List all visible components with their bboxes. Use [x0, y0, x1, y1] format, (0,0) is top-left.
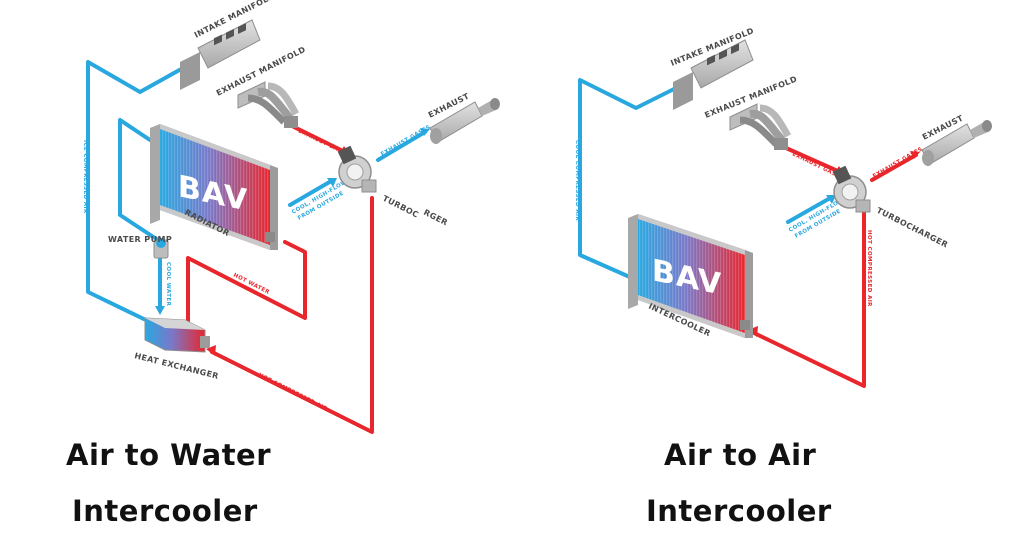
exhaust-out-arrow: [420, 128, 430, 136]
exhaust-gases-in-pipe-right: [784, 146, 842, 174]
cool-air-arrow: [327, 178, 337, 187]
hot-compressed-air-label: HOT COMPRESSED AIR: [257, 372, 328, 412]
hot-compressed-air-pipe-right: [750, 210, 866, 388]
hot-compressed-air-label-right: HOT COMPRESSED AIR: [866, 230, 872, 307]
hot-pipes-right: [750, 146, 918, 388]
right-caption-line1: Air to Air: [664, 438, 817, 472]
pump-arrow: [155, 306, 165, 315]
turbocharger-label-left-a: TURBOC: [381, 194, 420, 220]
turbocharger-label-right: TURBOCHARGER: [875, 206, 949, 250]
left-caption-line2: Intercooler: [72, 494, 258, 528]
hot-compressed-air-pipe: [210, 196, 374, 434]
exhaust-gases-in-pipe: [288, 123, 347, 154]
heat-exchanger-label: HEAT EXCHANGER: [134, 351, 220, 381]
cool-air-arrow-right: [826, 195, 836, 204]
exhaust-gases-out-label-right: EXHAUST GASES: [872, 146, 924, 179]
exhaust-manifold-right: [729, 103, 792, 150]
left-caption-line1: Air to Water: [66, 438, 272, 472]
intake-manifold-left: [180, 19, 261, 90]
cool-compressed-air-pipe: [86, 60, 185, 324]
exhaust-gases-out-pipe-right: [870, 153, 918, 182]
hot-pipes-left: [186, 123, 374, 434]
turbocharger-label-left-b: RGER: [422, 208, 449, 228]
turbocharger-right: [832, 165, 871, 213]
radiator: BAV: [150, 124, 278, 250]
cool-compressed-air-label-right: COOL COMPRESSED AIR: [574, 140, 580, 221]
cool-water-label: COOL WATER: [165, 262, 171, 307]
air-to-air-diagram: EXHAUST GASES EXHAUST GASES COOL, HIGH-F…: [574, 26, 992, 388]
exhaust-out-arrow-right: [910, 151, 920, 159]
intake-manifold-right: [673, 39, 754, 110]
cool-compressed-air-label: ICE COMPRESSED AIR: [82, 140, 88, 214]
exhaust-muffler-right: [921, 120, 992, 166]
right-caption-line2: Intercooler: [646, 494, 832, 528]
intercooler: BAV: [628, 214, 753, 338]
exhaust-gases-out-pipe: [376, 130, 427, 162]
exhaust-gases-out-label: EXHAUST GASES: [380, 124, 432, 157]
exhaust-muffler-left: [429, 98, 500, 144]
water-pump: [153, 238, 169, 259]
cold-pipes-left: [86, 60, 427, 324]
heat-exchanger: [144, 317, 210, 353]
exhaust-manifold-left: [237, 81, 300, 128]
water-pump-label: WATER PUMP: [108, 235, 172, 244]
cool-air-inlet-pipe-right: [786, 195, 834, 224]
cool-water-pipe: [118, 118, 160, 242]
cool-compressed-air-pipe-right: [578, 78, 678, 280]
turbocharger-left: [337, 145, 377, 193]
cool-air-inlet-pipe: [288, 178, 335, 207]
hot-air-arrow: [206, 345, 216, 356]
cold-pipes-right: [578, 78, 834, 280]
air-to-water-diagram: EXHAUST GASES EXHAUST GASES COOL, HIGH-F…: [82, 0, 500, 434]
hot-water-pipe: [186, 240, 307, 324]
